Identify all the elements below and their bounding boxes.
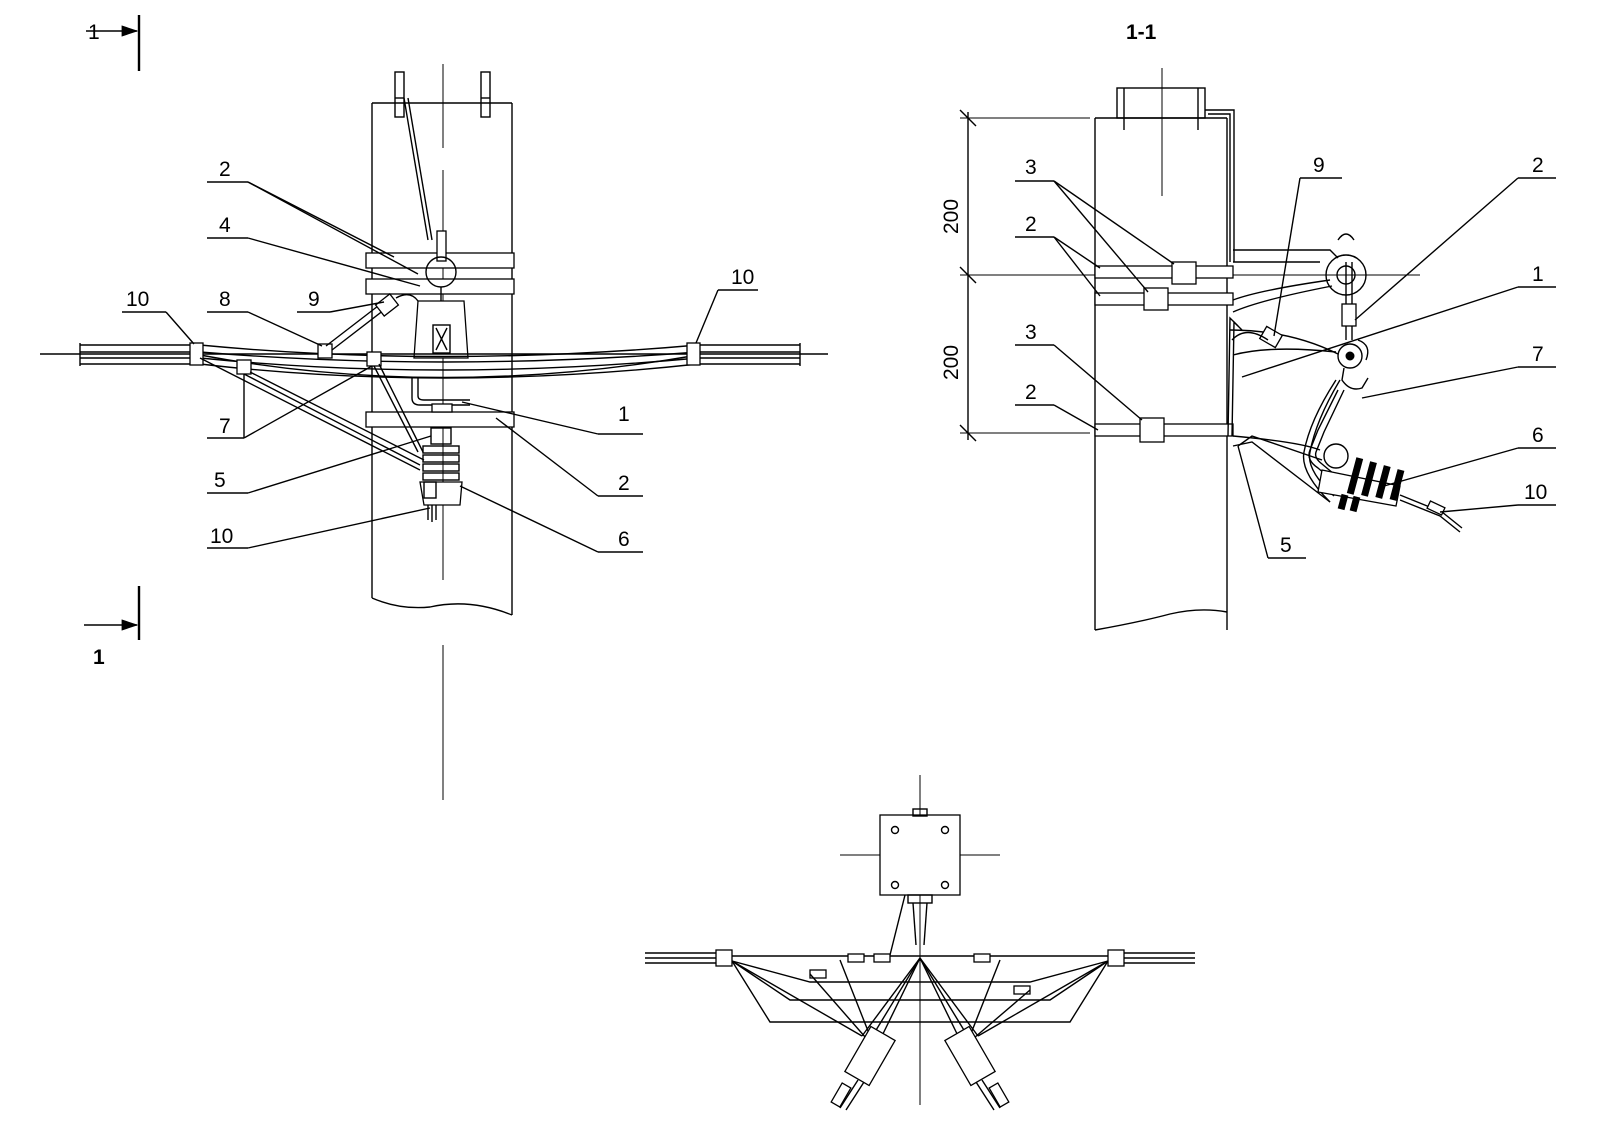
suspension-clamp	[413, 230, 469, 359]
side-branch-wires	[1227, 279, 1339, 437]
side-callout-10: 10	[1524, 481, 1547, 504]
side-callout-9: 9	[1313, 154, 1325, 177]
side-callout-2-bottom: 2	[1025, 381, 1037, 404]
front-callout-7: 7	[219, 415, 231, 438]
dimension-lower: 200	[940, 345, 963, 380]
front-band-lower	[365, 411, 515, 428]
front-pole	[371, 64, 513, 800]
side-band-lower	[1094, 417, 1234, 443]
side-tension-clamp	[1232, 367, 1463, 533]
front-callout-6: 6	[618, 528, 630, 551]
section-marker-top: 1	[86, 15, 141, 71]
front-tension-clamp	[419, 427, 463, 522]
front-tie-strap-left	[189, 342, 204, 366]
side-band-upper	[1094, 261, 1234, 311]
front-callout-1: 1	[618, 403, 630, 426]
side-callout-5: 5	[1280, 534, 1292, 557]
side-callout-2-right: 2	[1532, 154, 1544, 177]
plan-tension-clamp-right	[943, 1025, 1010, 1111]
side-callout-2-top: 2	[1025, 213, 1037, 236]
front-callout-4: 4	[219, 214, 231, 237]
side-callout-7: 7	[1532, 343, 1544, 366]
front-callout-2-top: 2	[219, 158, 231, 181]
side-callout-3-top: 3	[1025, 156, 1037, 179]
front-tie-strap-right	[686, 342, 701, 366]
dimension-upper: 200	[940, 199, 963, 234]
front-clamp-7a	[236, 359, 252, 375]
front-band-upper	[365, 252, 515, 295]
plan-drops	[731, 957, 1109, 1045]
side-pole	[1094, 68, 1235, 631]
front-view: 2 4 9 8 10 10 7 5 10 1 2 6	[40, 64, 828, 800]
side-callout-6: 6	[1532, 424, 1544, 447]
section-marker-bottom: 1	[84, 586, 141, 669]
front-clamp-7b	[366, 351, 382, 367]
front-callout-5: 5	[214, 469, 226, 492]
front-leaders	[122, 181, 758, 553]
front-connector-9	[325, 293, 419, 351]
side-view: 1-1 200 200	[940, 21, 1556, 631]
front-callout-10-bottom: 10	[210, 525, 233, 548]
plan-tension-clamp-left	[830, 1025, 897, 1111]
front-callout-10-right: 10	[731, 266, 754, 289]
section-title: 1-1	[1126, 21, 1157, 44]
section-marker-top-label: 1	[88, 21, 100, 44]
side-callout-1: 1	[1532, 263, 1544, 286]
side-callout-3-bottom: 3	[1025, 321, 1037, 344]
side-leaders	[1015, 177, 1556, 559]
front-callout-10-left: 10	[126, 288, 149, 311]
side-dimensions: 200 200	[940, 109, 1090, 442]
side-bracket	[1233, 233, 1369, 369]
front-callout-9: 9	[308, 288, 320, 311]
section-marker-bottom-label: 1	[93, 646, 105, 669]
front-clamp-8	[317, 343, 333, 359]
plan-view	[645, 775, 1195, 1111]
front-callout-8: 8	[219, 288, 231, 311]
plan-main-cable	[645, 949, 1195, 1023]
front-callout-2-bottom: 2	[618, 472, 630, 495]
